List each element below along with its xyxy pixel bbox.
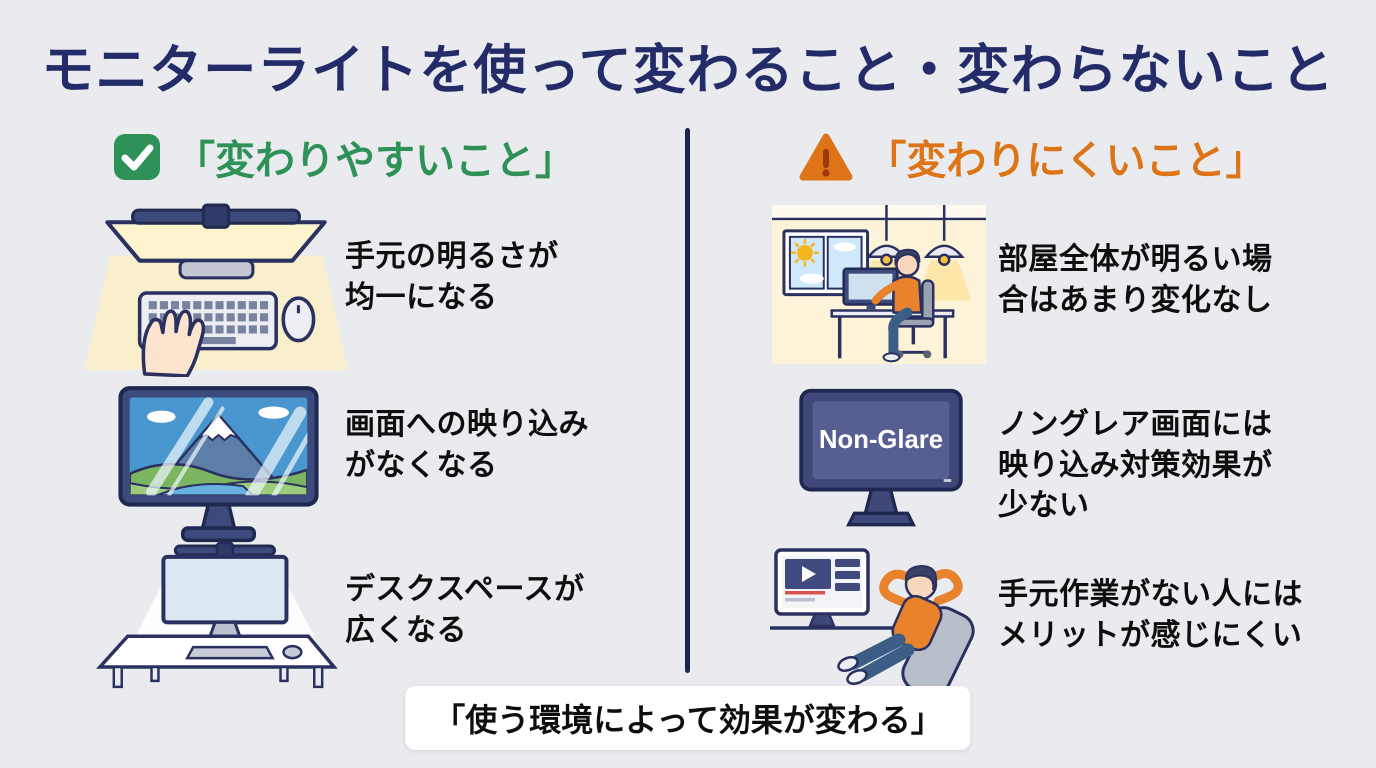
column-divider xyxy=(685,128,690,673)
limitation-text-2: ノングレア画面には 映り込み対策効果が 少ない xyxy=(998,408,1273,522)
bright-room-illustration xyxy=(772,205,986,365)
desk-light-top-view-illustration xyxy=(82,200,350,377)
benefit-text-2: 画面への映り込み がなくなる xyxy=(345,408,589,482)
column-header-changes: 「変わりやすいこと」 xyxy=(0,127,687,187)
conclusion-banner: 「使う環境によって効果が変わる」 xyxy=(405,686,971,750)
column-header-no-changes-label: 「変わりにくいこと」 xyxy=(866,139,1266,183)
column-header-no-changes: 「変わりにくいこと」 xyxy=(689,127,1376,187)
benefit-text-1: 手元の明るさが 均一になる xyxy=(345,240,559,314)
clear-desk-illustration xyxy=(88,540,346,689)
relaxing-viewer-illustration xyxy=(768,546,998,696)
limitation-text-3: 手元作業がない人には メリットが感じにくい xyxy=(998,578,1303,652)
check-icon xyxy=(114,134,160,180)
page-title: モニターライトを使って変わること・変わらないこと xyxy=(41,41,1335,100)
glare-monitor-illustration xyxy=(98,382,338,545)
limitation-text-1: 部屋全体が明るい場 合はあまり変化なし xyxy=(998,243,1273,317)
non-glare-screen-label: Non-Glare xyxy=(819,426,943,454)
non-glare-monitor-illustration: Non-Glare xyxy=(786,386,976,529)
column-header-changes-label: 「変わりやすいこと」 xyxy=(175,139,575,183)
warning-icon xyxy=(799,133,853,181)
benefit-text-3: デスクスペースが 広くなる xyxy=(345,573,585,647)
